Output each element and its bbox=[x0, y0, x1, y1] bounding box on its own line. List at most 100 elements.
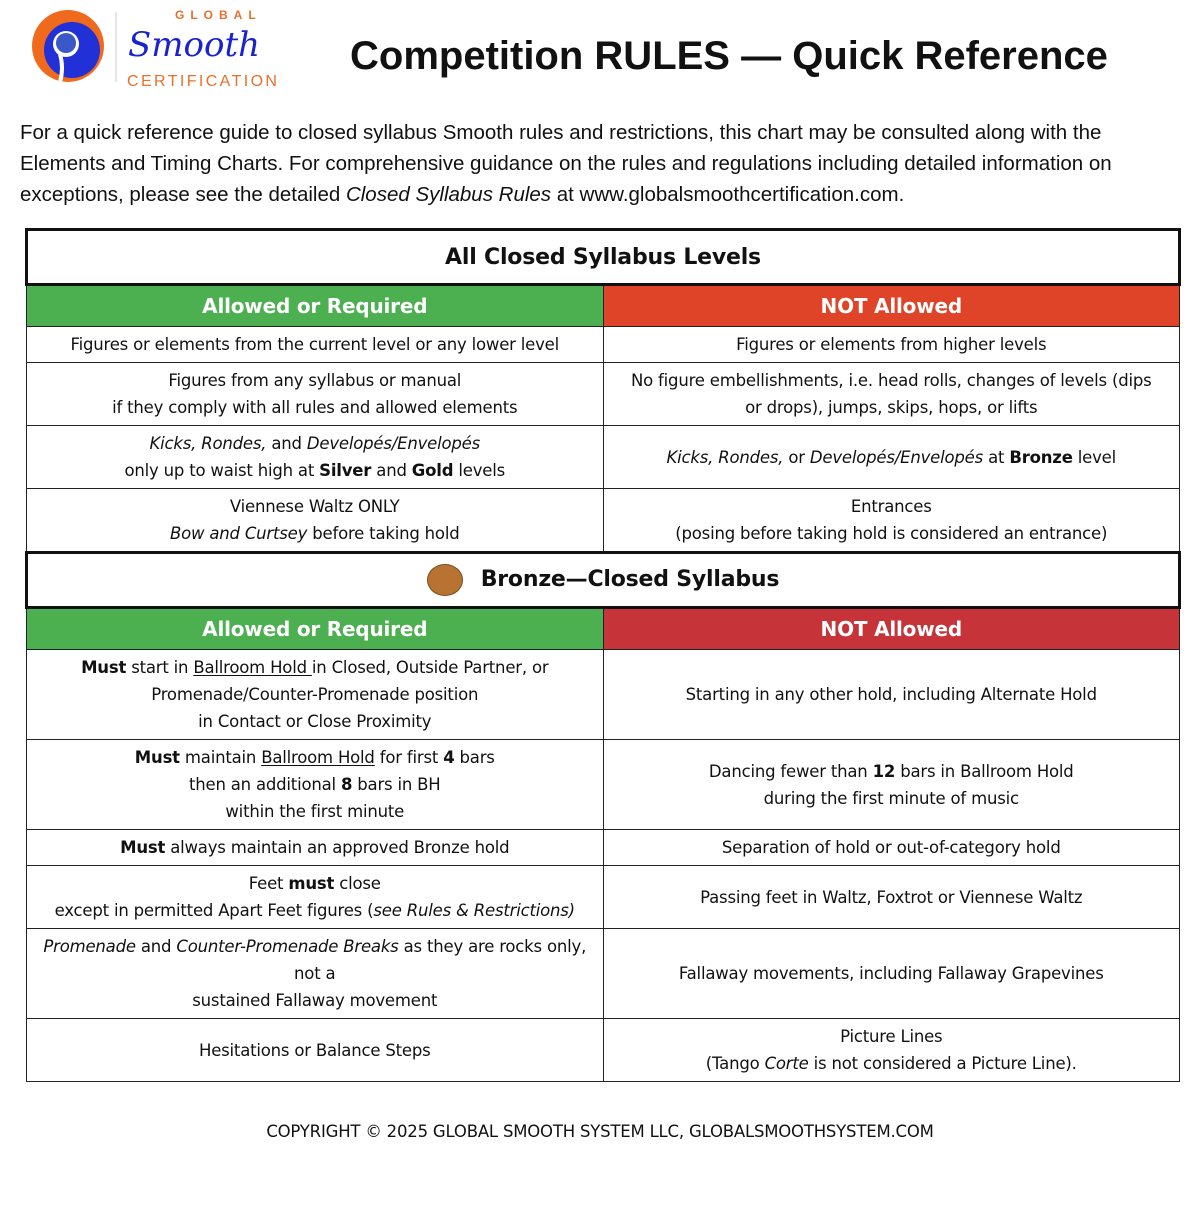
cell-line: Figures from any syllabus or manual bbox=[31, 367, 599, 394]
cell-line: if they comply with all rules and allowe… bbox=[31, 394, 599, 421]
text-segment: see Rules & Restrictions) bbox=[373, 901, 575, 920]
section-title-row: All Closed Syllabus Levels bbox=[25, 228, 1181, 286]
section-title-row: Bronze—Closed Syllabus bbox=[25, 551, 1181, 609]
table-row: Feet must close except in permitted Apart… bbox=[26, 865, 1180, 929]
text-segment: Separation of hold or out-of-category ho… bbox=[721, 838, 1061, 857]
cell-line: Feet must close bbox=[31, 870, 599, 897]
cell-line: Fallaway movements, including Fallaway G… bbox=[608, 960, 1176, 987]
text-segment: No figure embellishments, i.e. head roll… bbox=[630, 371, 1152, 390]
cell-line: sustained Fallaway movement bbox=[31, 987, 599, 1014]
text-segment: Promenade bbox=[43, 937, 136, 956]
allowed-header: Allowed or Required bbox=[26, 284, 604, 327]
text-segment: Figures or elements from the current lev… bbox=[70, 335, 560, 354]
not-allowed-header: NOT Allowed bbox=[602, 607, 1180, 650]
allowed-cell: Figures or elements from the current lev… bbox=[26, 326, 604, 363]
svg-text:CERTIFICATION: CERTIFICATION bbox=[127, 73, 279, 90]
text-segment: except in permitted Apart Feet figures ( bbox=[54, 901, 374, 920]
allowed-header: Allowed or Required bbox=[26, 607, 604, 650]
not-allowed-header: NOT Allowed bbox=[602, 284, 1180, 327]
text-segment: Corte bbox=[764, 1054, 809, 1073]
cell-line: Figures or elements from the current lev… bbox=[31, 331, 599, 358]
text-segment: or bbox=[783, 447, 810, 467]
text-segment: levels bbox=[453, 461, 506, 480]
cell-line: or drops), jumps, skips, hops, or lifts bbox=[608, 394, 1176, 421]
text-segment: 4 bbox=[443, 748, 455, 767]
cell-line: in Contact or Close Proximity bbox=[31, 708, 599, 735]
cell-line: Passing feet in Waltz, Foxtrot or Vienne… bbox=[608, 884, 1176, 911]
text-segment: always maintain an approved Bronze hold bbox=[165, 838, 510, 857]
page-title: Competition RULES — Quick Reference bbox=[350, 34, 1108, 78]
text-segment: in Closed, Outside Partner, or bbox=[311, 658, 549, 677]
section-title: All Closed Syllabus Levels bbox=[25, 228, 1181, 286]
cell-line: within the first minute bbox=[31, 798, 599, 825]
cell-line: Must maintain Ballroom Hold for first 4 … bbox=[31, 744, 599, 771]
text-segment: Passing feet in Waltz, Foxtrot or Vienne… bbox=[700, 887, 1083, 907]
intro-paragraph: For a quick reference guide to closed sy… bbox=[20, 117, 1190, 210]
table-row: Figures or elements from the current lev… bbox=[26, 326, 1180, 363]
text-segment: For a quick reference guide to closed sy… bbox=[20, 121, 1112, 206]
text-segment: Entrances bbox=[850, 497, 932, 516]
cell-line: Entrances bbox=[608, 493, 1176, 520]
text-segment: bars bbox=[454, 748, 495, 767]
section-title-text: All Closed Syllabus Levels bbox=[445, 244, 761, 270]
text-segment: Figures or elements from higher levels bbox=[736, 335, 1047, 354]
not-allowed-cell: Passing feet in Waltz, Foxtrot or Vienne… bbox=[602, 865, 1180, 929]
text-segment: for first bbox=[374, 748, 444, 767]
text-segment: start in bbox=[126, 658, 194, 677]
cell-line: Promenade and Counter-Promenade Breaks a… bbox=[31, 933, 599, 987]
text-segment: Closed Syllabus Rules bbox=[345, 183, 552, 206]
text-segment: Must bbox=[134, 748, 180, 767]
text-segment: Must bbox=[120, 838, 166, 857]
text-segment: Promenade/Counter-Promenade position bbox=[151, 685, 479, 704]
table-row: Must maintain Ballroom Hold for first 4 … bbox=[26, 739, 1180, 830]
allowed-cell: Feet must close except in permitted Apart… bbox=[26, 865, 604, 929]
not-allowed-cell: Picture Lines(Tango Corte is not conside… bbox=[602, 1018, 1180, 1082]
text-segment: (posing before taking hold is considered… bbox=[675, 524, 1108, 543]
cell-line: Dancing fewer than 12 bars in Ballroom H… bbox=[608, 758, 1176, 785]
text-segment: Kicks, Rondes, bbox=[149, 434, 267, 453]
text-segment: sustained Fallaway movement bbox=[192, 991, 438, 1010]
not-allowed-cell: Starting in any other hold, including Al… bbox=[602, 649, 1180, 740]
allowed-cell: Must maintain Ballroom Hold for first 4 … bbox=[26, 739, 604, 830]
cell-line: Picture Lines bbox=[608, 1023, 1176, 1050]
table-row: Must always maintain an approved Bronze … bbox=[26, 829, 1180, 866]
cell-line: Figures or elements from higher levels bbox=[608, 331, 1176, 358]
not-allowed-cell: Figures or elements from higher levels bbox=[602, 326, 1180, 363]
text-segment: only up to waist high at bbox=[124, 461, 320, 480]
text-segment: as they are rocks only, not a bbox=[294, 937, 587, 983]
copyright-footer: COPYRIGHT © 2025 GLOBAL SMOOTH SYSTEM LL… bbox=[266, 1122, 934, 1141]
allowed-cell: Must start in Ballroom Hold in Closed, O… bbox=[26, 649, 604, 740]
cell-line: Promenade/Counter-Promenade position bbox=[31, 681, 599, 708]
text-segment: Figures from any syllabus or manual bbox=[168, 371, 462, 390]
text-segment: and bbox=[371, 461, 412, 480]
text-segment: Fallaway movements, including Fallaway G… bbox=[678, 964, 1104, 983]
table-row: Promenade and Counter-Promenade Breaks a… bbox=[26, 928, 1180, 1019]
text-segment: if they comply with all rules and allowe… bbox=[112, 398, 518, 417]
cell-line: only up to waist high at Silver and Gold… bbox=[31, 457, 599, 484]
cell-line: Separation of hold or out-of-category ho… bbox=[608, 834, 1176, 861]
not-allowed-cell: No figure embellishments, i.e. head roll… bbox=[602, 362, 1180, 426]
bronze-medal-icon bbox=[426, 564, 463, 596]
text-segment: Starting in any other hold, including Al… bbox=[685, 685, 1097, 704]
cell-line: Bow and Curtsey before taking hold bbox=[31, 520, 599, 547]
cell-line: Must start in Ballroom Hold in Closed, O… bbox=[31, 654, 599, 681]
text-segment: at www.globalsmoothcertification.com. bbox=[551, 183, 905, 206]
cell-line: (Tango Corte is not considered a Picture… bbox=[608, 1050, 1176, 1077]
text-segment: Must bbox=[81, 658, 127, 677]
text-segment: is not considered a Picture Line). bbox=[808, 1054, 1077, 1073]
text-segment: Ballroom Hold bbox=[261, 748, 375, 767]
table-row: Must start in Ballroom Hold in Closed, O… bbox=[26, 649, 1180, 740]
allowed-cell: Promenade and Counter-Promenade Breaks a… bbox=[26, 928, 604, 1019]
table-row: Figures from any syllabus or manual if th… bbox=[26, 362, 1180, 426]
text-segment: and bbox=[135, 937, 177, 956]
text-segment: and bbox=[266, 434, 307, 453]
not-allowed-cell: Separation of hold or out-of-category ho… bbox=[602, 829, 1180, 866]
not-allowed-cell: Dancing fewer than 12 bars in Ballroom H… bbox=[602, 739, 1180, 830]
cell-line: Starting in any other hold, including Al… bbox=[608, 681, 1176, 708]
